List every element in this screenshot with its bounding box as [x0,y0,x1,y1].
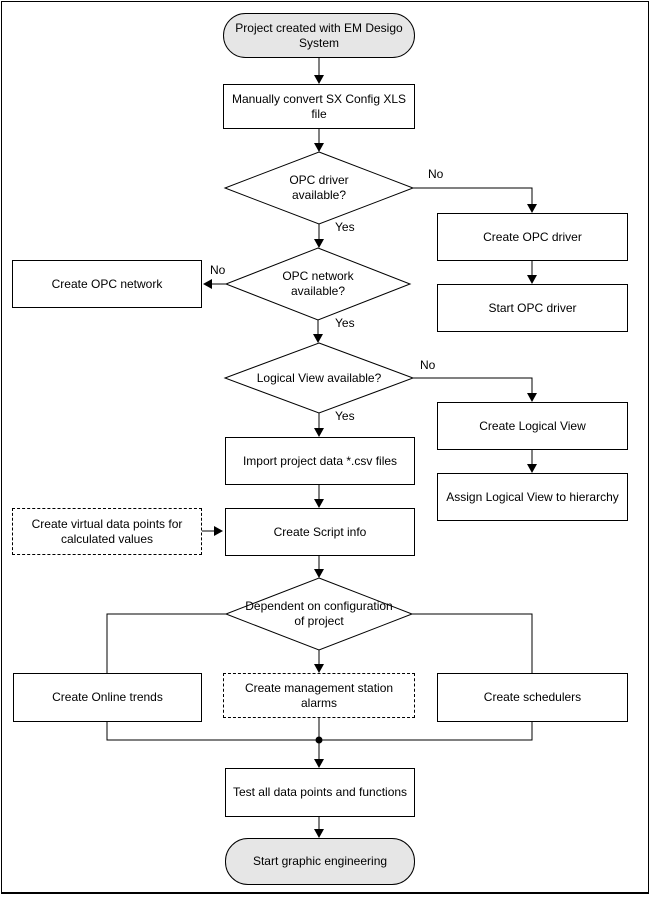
decision-opc-network [224,247,412,321]
decision-opc-driver-text: OPC driver available? [225,152,413,224]
terminator-end-label: Start graphic engineering [252,854,388,868]
arrowhead [314,759,324,768]
arrowhead [313,334,323,343]
arrowhead [314,664,324,673]
process-start-opc-driver-label: Start OPC driver [488,300,577,315]
edge-schedulers-merge [319,722,533,741]
process-create-schedulers: Create schedulers [437,673,628,722]
process-convert-xls-label: Manually convert SX Config XLS file [231,91,407,121]
process-start-opc-driver: Start OPC driver [437,284,628,332]
arrowhead [314,499,324,508]
terminator-start: Project created with EM Desigo System [223,13,415,58]
edge-label-opc-network-yes: Yes [335,316,355,330]
edge-label-logical-view-no: No [420,358,436,372]
process-create-alarms-label: Create management station alarms [244,680,394,710]
edge-label-opc-network-no: No [210,263,226,277]
decision-logical-view [223,342,415,414]
process-create-online-trends-label: Create Online trends [52,690,163,704]
arrowhead [314,428,324,437]
decision-dependent-label: Dependent on configuration of project [245,599,393,628]
process-virtual-data-points: Create virtual data points for calculate… [12,508,202,555]
arrowhead [527,204,537,213]
decision-dependent-text: Dependent on configuration of project [226,578,412,650]
edge-dependent-right [412,613,533,673]
arrowhead [314,569,324,578]
decision-logical-view-label: Logical View available? [256,370,382,385]
edge-opcdriver-no [413,187,533,211]
edge-label-opc-driver-yes: Yes [335,220,355,234]
arrowhead [214,526,223,536]
process-create-opc-network-label: Create OPC network [51,276,163,291]
decision-logical-view-text: Logical View available? [225,343,413,413]
decision-dependent [224,577,414,651]
process-create-opc-network: Create OPC network [12,260,202,308]
process-create-alarms: Create management station alarms [223,673,415,718]
process-convert-xls: Manually convert SX Config XLS file [223,84,415,129]
edge-trends-merge [106,722,319,741]
process-test-data-points: Test all data points and functions [225,768,415,817]
terminator-start-label: Project created with EM Desigo System [235,20,403,50]
process-import-data: Import project data *.csv files [225,437,415,485]
arrowhead [527,393,537,402]
edge-label-logical-view-yes: Yes [335,409,355,423]
process-test-data-points-label: Test all data points and functions [232,785,408,799]
arrowhead [314,75,324,84]
arrowhead [314,829,324,838]
process-create-script-info-label: Create Script info [273,524,367,539]
decision-opc-network-label: OPC network available? [282,269,354,298]
decision-opc-network-text: OPC network available? [226,248,410,320]
decision-opc-driver-label: OPC driver available? [289,173,349,202]
arrowhead [314,143,324,152]
process-create-opc-driver-label: Create OPC driver [483,229,582,244]
edge-label-opc-driver-no: No [428,167,444,181]
process-assign-logical-view: Assign Logical View to hierarchy [437,473,628,521]
terminator-end: Start graphic engineering [225,838,415,885]
edge-dependent-left [106,613,226,673]
arrowhead [314,239,324,248]
arrowhead [203,279,212,289]
process-create-online-trends: Create Online trends [13,673,202,722]
edge-logicalview-no [413,377,533,400]
process-import-data-label: Import project data *.csv files [242,453,398,468]
process-virtual-data-points-label: Create virtual data points for calculate… [31,516,183,546]
process-create-script-info: Create Script info [225,508,415,556]
arrowhead [527,275,537,284]
process-create-opc-driver: Create OPC driver [437,213,628,261]
process-assign-logical-view-label: Assign Logical View to hierarchy [446,489,619,504]
process-create-logical-view: Create Logical View [437,402,628,450]
process-create-logical-view-label: Create Logical View [479,418,586,433]
arrowhead [527,464,537,473]
decision-opc-driver [223,151,415,225]
merge-junction-dot [315,736,323,744]
process-create-schedulers-label: Create schedulers [483,690,582,704]
